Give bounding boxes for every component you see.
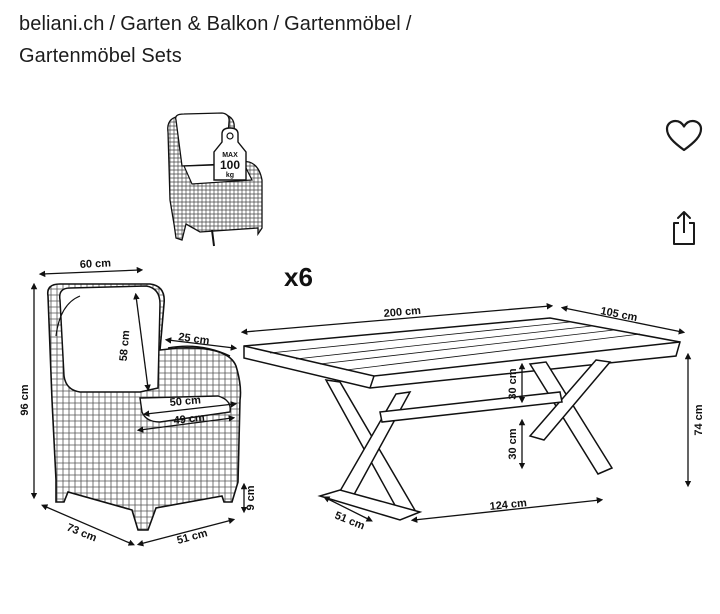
breadcrumb-separator: / [405,13,412,35]
table-height-label: 74 cm [693,404,705,435]
chair-height-label: 96 cm [19,384,31,415]
chair-back-height-label: 58 cm [118,329,133,361]
quantity-multiplier: x6 [284,262,313,292]
max-load-unit: kg [226,172,234,179]
table-width-label: 105 cm [599,305,638,324]
table-leg-span-label: 124 cm [489,497,528,513]
breadcrumb-sets-link[interactable]: Gartenmöbel Sets [19,45,182,67]
breadcrumb-separator: / [273,13,280,35]
max-load-value: 100 [220,158,240,172]
chair-foot-height-label: 9 cm [245,485,257,510]
breadcrumb-separator: / [109,13,116,35]
breadcrumb-home-link[interactable]: beliani.ch [19,13,105,35]
breadcrumb-garden-link[interactable]: Garten & Balkon [120,13,269,35]
chair-seat-width-back-label: 50 cm [169,394,201,409]
share-icon [673,211,695,245]
table-length-label: 200 cm [383,305,421,320]
max-load-label: MAX [222,152,238,159]
product-dimension-drawing: MAX 100 kg x6 60 cm 96 cm 58 cm 25 cm 50… [19,112,705,547]
breadcrumb: beliani.ch/Garten & Balkon/Gartenmöbel/G… [19,8,579,72]
chair-armrest-width-label: 25 cm [178,331,211,347]
chair-depth-label: 73 cm [65,522,99,545]
table-lower-clearance-label: 30 cm [507,428,519,459]
chair-dimension-lines [30,266,248,547]
table-illustration [243,317,681,521]
chair-width-label: 60 cm [80,257,112,271]
table-upper-clearance-label: 30 cm [507,368,519,399]
chair-base-width-label: 51 cm [176,527,209,547]
heart-outline-icon [665,119,703,152]
breadcrumb-garden-furniture-link[interactable]: Gartenmöbel [284,13,401,35]
favorite-button[interactable] [664,116,704,156]
share-button[interactable] [664,208,704,248]
table-dimension-lines [240,303,692,523]
max-load-tag: MAX 100 kg [213,127,247,181]
chair-seat-width-front-label: 49 cm [173,412,205,427]
table-leg-depth-label: 51 cm [333,510,367,533]
